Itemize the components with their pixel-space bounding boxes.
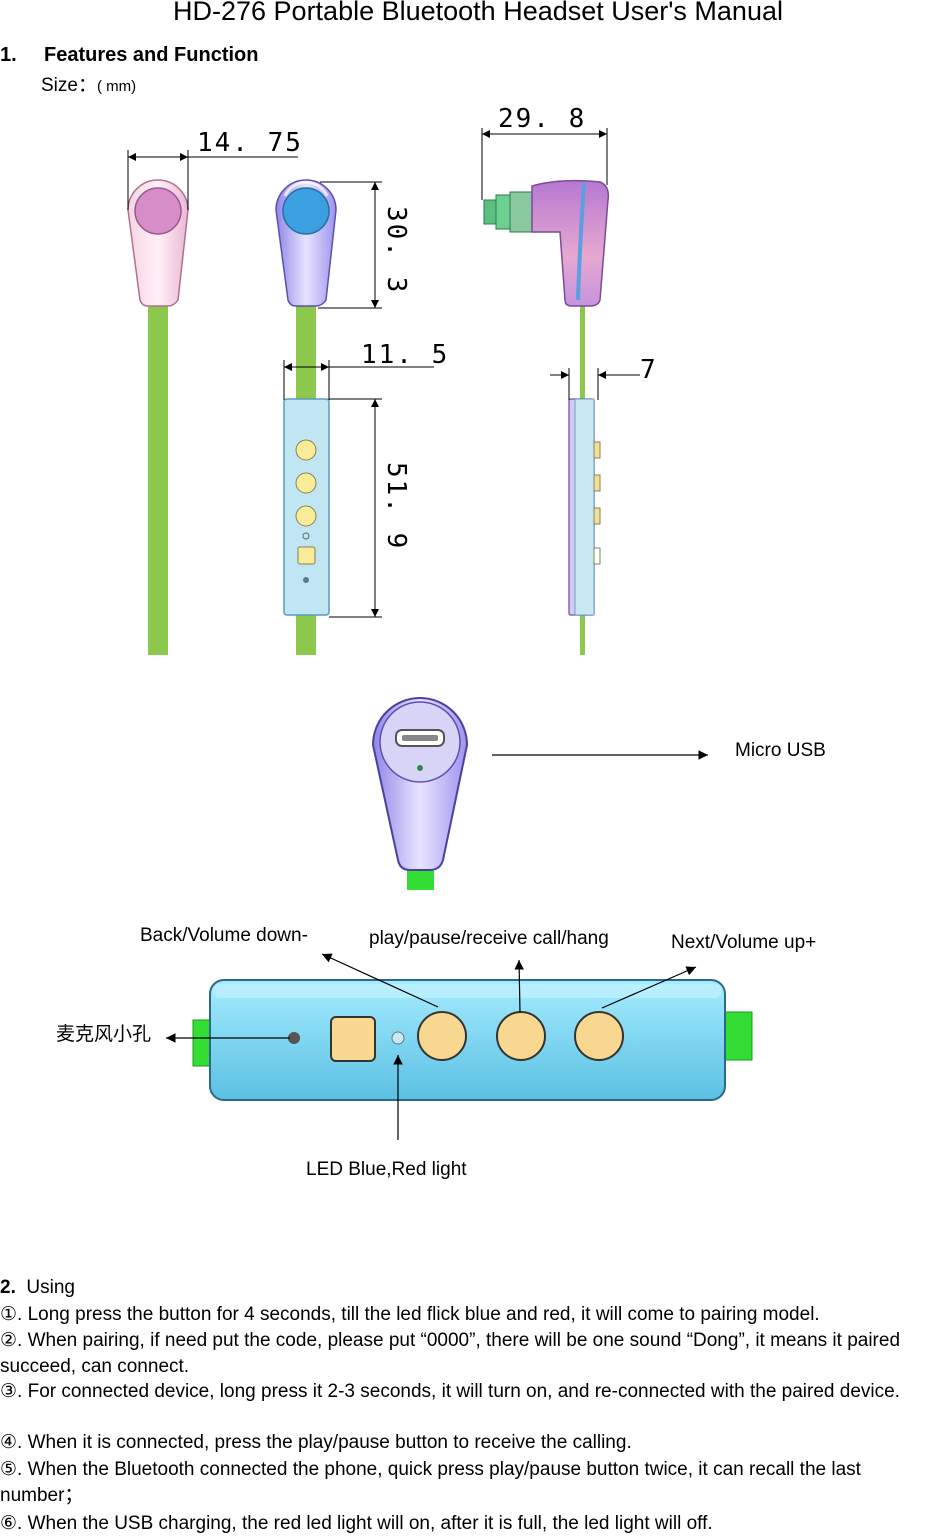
size-unit: ( mm) xyxy=(96,78,137,95)
dimension-lines xyxy=(127,128,640,618)
dim-earbud-width: 14. 75 xyxy=(197,128,303,158)
remote-front-view xyxy=(283,398,330,616)
instruction-1: ①. Long press the button for 4 seconds, … xyxy=(0,1304,820,1325)
instruction-5: ⑤. When the Bluetooth connected the phon… xyxy=(0,1459,861,1506)
section-1-number: 1. xyxy=(0,44,17,66)
instruction-2: ②. When pairing, if need put the code, p… xyxy=(0,1330,901,1377)
callout-arrows xyxy=(166,953,697,1140)
cable-mid-bottom xyxy=(296,612,316,655)
earbud-front-pink xyxy=(127,179,189,307)
cable-mid-top xyxy=(296,305,316,405)
section-1-heading: 1. Features and Function xyxy=(0,44,258,67)
dim-remote-thickness: 7 xyxy=(640,355,658,385)
page-title: HD-276 Portable Bluetooth Headset User's… xyxy=(173,0,783,26)
cable-left xyxy=(148,305,168,655)
remote-large-view xyxy=(192,979,753,1101)
section-2-title: Using xyxy=(26,1277,75,1298)
remote-side-view xyxy=(568,398,601,616)
earbud-front-blue xyxy=(275,179,337,307)
instruction-6: ⑥. When the USB charging, the red led li… xyxy=(0,1513,713,1534)
earbud-usb-view xyxy=(371,697,469,890)
dim-earbud-height: 30. 3 xyxy=(381,206,411,295)
dim-remote-width: 11. 5 xyxy=(361,340,450,370)
label-microphone-hole: 麦克风小孔 xyxy=(56,1023,152,1045)
dim-earbud-depth: 29. 8 xyxy=(498,104,587,134)
dim-remote-height: 51. 9 xyxy=(381,462,411,551)
section-2-number: 2. xyxy=(0,1277,16,1298)
label-next-volume-up: Next/Volume up+ xyxy=(671,932,817,953)
instruction-3: ③. For connected device, long press it 2… xyxy=(0,1381,900,1402)
section-1-title: Features and Function xyxy=(44,44,259,66)
instruction-4: ④. When it is connected, press the play/… xyxy=(0,1432,632,1453)
label-play-pause: play/pause/receive call/hang xyxy=(369,928,609,949)
section-2-heading: 2. Using xyxy=(0,1277,75,1299)
size-label-text: Size： xyxy=(41,75,97,96)
label-led: LED Blue,Red light xyxy=(306,1159,467,1180)
label-back-volume-down: Back/Volume down- xyxy=(140,925,308,946)
earbud-side xyxy=(483,179,610,307)
size-label: Size：( mm) xyxy=(41,70,136,97)
label-micro-usb: Micro USB xyxy=(735,740,826,761)
